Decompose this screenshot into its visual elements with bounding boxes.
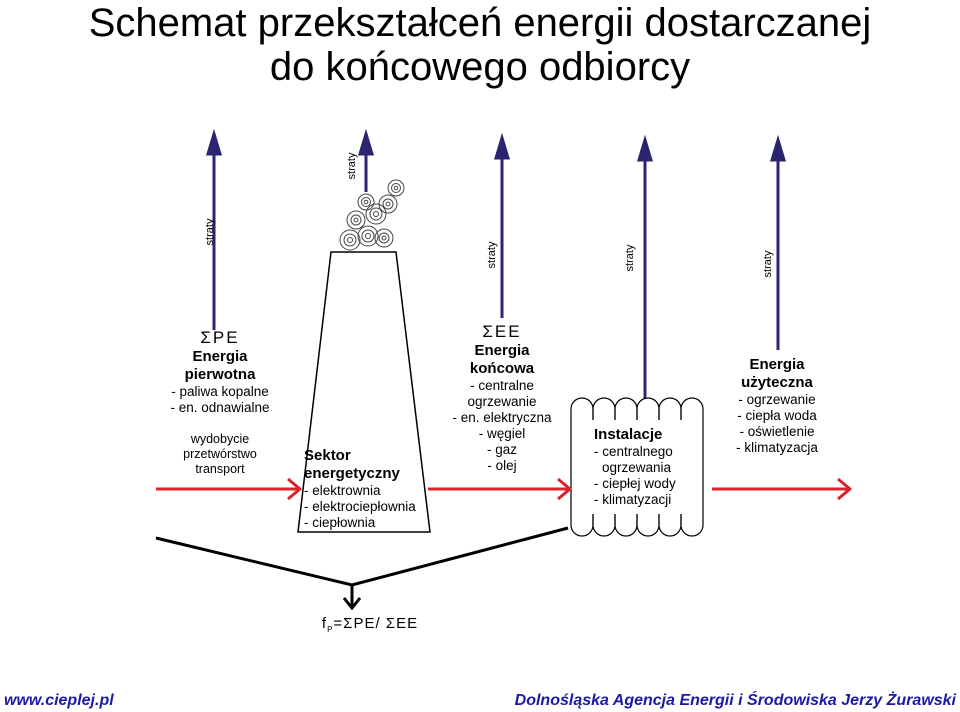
final-item: ogrzewanie <box>467 394 537 409</box>
losses-label-primary: straty <box>204 218 216 246</box>
page-title-line1: Schemat przekształceń energii dostarczan… <box>88 1 872 45</box>
page-title-line2: do końcowego odbiorcy <box>269 45 691 89</box>
final-symbol: ΣEE <box>482 322 522 341</box>
primary-energy-block: ΣPE Energia pierwotna - paliwa kopalne -… <box>150 328 290 416</box>
primary-processes: wydobycie przetwórstwo transport <box>160 432 280 477</box>
installations-title: Instalacje <box>594 426 663 443</box>
process-item: przetwórstwo <box>183 447 257 461</box>
installations-item: - klimatyzacji <box>594 492 672 507</box>
losses-label-installations: straty <box>624 244 636 272</box>
primary-title-line1: Energia <box>192 348 248 365</box>
installations-item: ogrzewania <box>602 460 672 475</box>
final-item: - gaz <box>486 442 517 457</box>
formula-ratio: =ΣPE/ ΣEE <box>333 615 419 632</box>
formula-subscript: P <box>327 625 334 634</box>
losses-label-final: straty <box>486 241 498 269</box>
smoke-swirls-icon <box>339 179 405 251</box>
useful-item: - klimatyzacja <box>736 440 818 455</box>
energy-sector-block: Sektor energetyczny - elektrownia - elek… <box>304 447 434 531</box>
radiator-icon <box>570 397 704 537</box>
useful-title-line2: użyteczna <box>741 374 813 391</box>
primary-item: - en. odnawialne <box>170 400 270 415</box>
chimney-shape <box>297 251 431 533</box>
process-item: wydobycie <box>190 432 250 446</box>
loss-arrows <box>205 128 787 398</box>
sector-item: - elektrownia <box>304 483 381 498</box>
sector-title-line2: energetyczny <box>304 465 400 482</box>
final-item: - węgiel <box>478 426 526 441</box>
useful-item: - ciepła woda <box>737 408 817 423</box>
footer-website-link[interactable]: www.cieplej.pl <box>4 692 114 709</box>
ratio-indicator-lines <box>155 526 569 611</box>
final-energy-block: ΣEE Energia końcowa - centralne ogrzewan… <box>432 322 572 474</box>
installations-item: - centralnego <box>594 444 673 459</box>
primary-symbol: ΣPE <box>200 328 240 347</box>
sector-item: - elektrociepłownia <box>304 499 416 514</box>
losses-label-useful: straty <box>762 250 774 278</box>
process-item: transport <box>195 462 245 476</box>
final-item: - olej <box>487 458 517 473</box>
useful-title-line1: Energia <box>749 356 805 373</box>
final-title-line2: końcowa <box>469 360 535 377</box>
energy-flow-arrows <box>156 477 852 501</box>
useful-item: - ogrzewanie <box>738 392 816 407</box>
losses-label-sector: straty <box>346 152 358 180</box>
primary-title-line2: pierwotna <box>184 366 256 383</box>
installations-item: - ciepłej wody <box>594 476 676 491</box>
final-title-line1: Energia <box>474 342 530 359</box>
final-item: - en. elektryczna <box>452 410 552 425</box>
installations-block: Instalacje - centralnego ogrzewania - ci… <box>594 426 706 508</box>
sector-item: - ciepłownia <box>304 515 376 530</box>
footer-organization: Dolnośląska Agencja Energii i Środowiska… <box>514 692 956 709</box>
useful-item: - oświetlenie <box>739 424 815 439</box>
final-item: - centralne <box>470 378 534 393</box>
useful-energy-block: Energia użyteczna - ogrzewanie - ciepła … <box>712 356 842 456</box>
primary-item: - paliwa kopalne <box>171 384 269 399</box>
formula-f: f <box>321 615 328 632</box>
primary-energy-factor-formula: fP=ΣPE/ ΣEE <box>300 616 440 638</box>
sector-title-line1: Sektor <box>304 447 351 464</box>
